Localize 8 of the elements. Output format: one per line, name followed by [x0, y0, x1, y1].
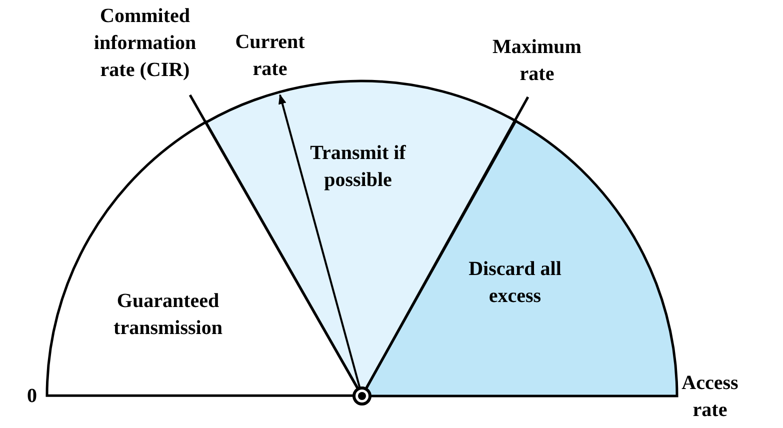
region-label: Guaranteed transmission [112, 288, 224, 341]
rate-label: Access rate [680, 371, 740, 423]
region-label: Transmit if possible [309, 140, 407, 193]
scale-value: 0 [26, 384, 38, 409]
rate-label: Current rate [234, 30, 306, 82]
rate-label: Maximum rate [492, 35, 582, 87]
region-label: Discard all excess [468, 256, 562, 309]
rate-label: Commited information rate (CIR) [92, 4, 198, 83]
